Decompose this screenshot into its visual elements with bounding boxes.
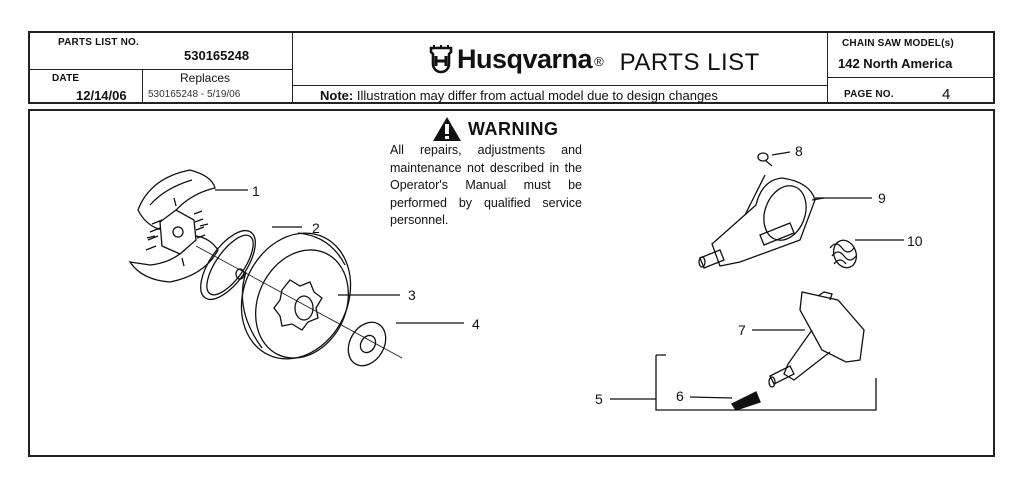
divider [828,77,995,78]
divider [30,69,293,70]
warning-triangle-icon [433,117,461,141]
model-label: CHAIN SAW MODEL(s) [842,38,954,49]
divider [827,33,828,104]
page-number: 4 [942,86,951,103]
callout-5: 5 [595,391,603,407]
parts-list-header: PARTS LIST NO. 530165248 DATE 12/14/06 R… [28,31,995,104]
screw-part [757,152,773,167]
note-text: Illustration may differ from actual mode… [356,88,718,103]
parts-list-no: 530165248 [184,48,250,63]
callout-10: 10 [907,233,923,249]
husqvarna-logo: Husqvarna ® PARTS LIST [428,39,760,79]
clutch-drum-part [235,232,352,360]
callout-9: 9 [878,190,886,206]
callout-2: 2 [312,220,320,236]
callout-6: 6 [676,388,684,404]
callout-3: 3 [408,287,416,303]
bracket-part-5 [610,354,877,411]
design-note: Note: Illustration may differ from actua… [320,88,718,103]
parts-list-no-label: PARTS LIST NO. [58,37,139,48]
replaces-label: Replaces [180,71,231,85]
brand-name: Husqvarna [457,43,593,74]
callout-1: 1 [252,183,260,199]
note-label: Note: [320,88,354,103]
divider [293,85,828,86]
model-value: 142 North America [838,56,953,71]
date-value: 12/14/06 [76,88,127,103]
flat-washer-part [347,321,387,367]
spring-part [829,239,858,269]
page-label: PAGE NO. [844,89,894,100]
callout-4: 4 [472,316,480,332]
leader-line-6 [689,396,733,399]
clutch-part [128,169,219,283]
pump-body-part [768,291,865,388]
oil-pump-part [698,174,825,269]
document-title: PARTS LIST [619,49,760,76]
callout-8: 8 [795,143,803,159]
registered-mark: ® [594,53,604,69]
warning-heading: WARNING [432,116,559,142]
callout-7: 7 [738,322,746,338]
nozzle-part [731,391,761,411]
washer-ring-part [200,229,256,301]
warning-text: All repairs, adjustments and maintenance… [390,143,582,228]
warning-title: WARNING [468,118,559,139]
replaces-value: 530165248 - 5/19/06 [148,89,241,100]
divider [142,70,143,104]
husqvarna-crown-icon [429,45,453,74]
divider [292,33,293,104]
date-label: DATE [52,73,80,84]
leader-line-8 [771,151,791,156]
parts-diagram-frame [28,109,995,457]
